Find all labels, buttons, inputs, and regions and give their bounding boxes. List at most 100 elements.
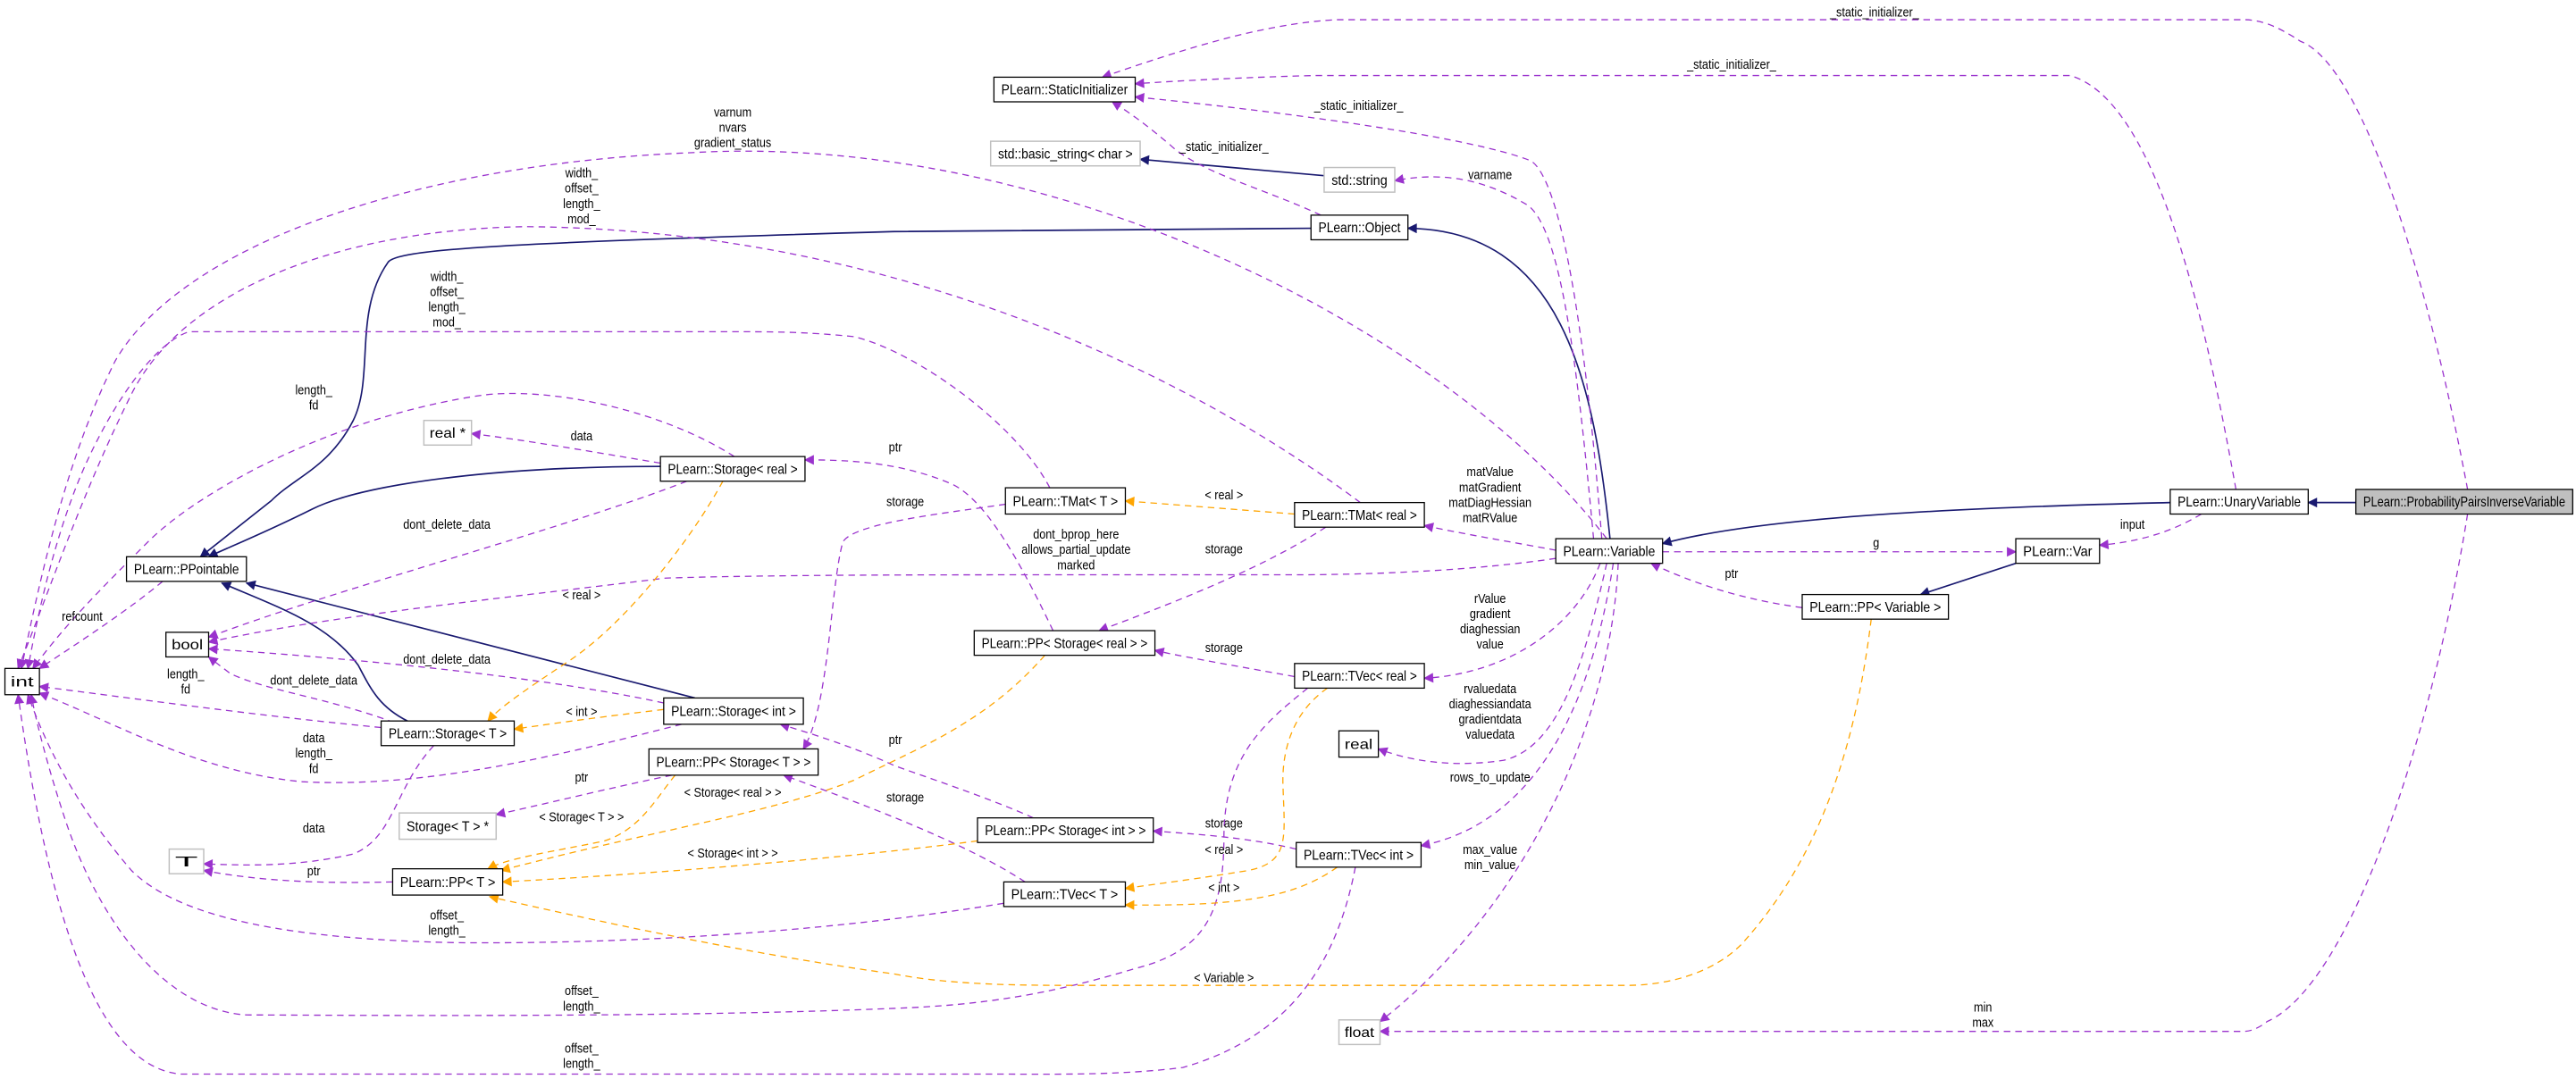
class-node-sreal[interactable]: PLearn::Storage< real > [659, 456, 806, 482]
edge-label: matGradient [1459, 480, 1522, 494]
node-box[interactable] [1801, 593, 1950, 620]
node-box[interactable] [1338, 1019, 1381, 1046]
node-box[interactable] [989, 140, 1141, 167]
node-label: T [175, 855, 199, 870]
class-node-unary[interactable]: PLearn::UnaryVariable [2169, 489, 2309, 515]
class-node-real[interactable]: real [1338, 730, 1380, 758]
edge-label: < Storage< int > > [687, 846, 777, 860]
node-box[interactable] [391, 868, 504, 896]
node-label: PLearn::Var [2023, 544, 2092, 559]
node-box[interactable] [4, 667, 40, 696]
class-node-si[interactable]: PLearn::StaticInitializer [993, 76, 1137, 103]
node-box[interactable] [1555, 538, 1664, 565]
edge-label: ptr [575, 770, 589, 784]
node-label: std::string [1331, 173, 1388, 188]
edge-ppt-to-int-usage [38, 581, 164, 669]
edge-sreal-to-bool-usage [207, 481, 687, 639]
node-box[interactable] [1310, 214, 1409, 241]
edge-ppsT-to-ppT-template [487, 774, 676, 870]
class-node-str[interactable]: std::string [1323, 166, 1396, 193]
node-box[interactable] [1296, 841, 1422, 868]
edge-label: offset_ [430, 908, 464, 923]
class-node-ppt[interactable]: PLearn::PPointable [125, 556, 248, 582]
node-box[interactable] [399, 812, 498, 841]
node-box[interactable] [2354, 489, 2573, 515]
edge-label: _static_initializer_ [1686, 57, 1776, 71]
edge-label: offset_ [430, 285, 464, 299]
node-label: real [1345, 737, 1372, 752]
class-node-float[interactable]: float [1338, 1019, 1381, 1046]
edge-label: offset_ [565, 983, 599, 998]
edge-label: dont_delete_data [403, 652, 491, 666]
class-node-obj[interactable]: PLearn::Object [1310, 214, 1409, 241]
node-box[interactable] [648, 748, 819, 776]
edge-tvr-to-ppsr-usage [1154, 648, 1295, 678]
node-label: PLearn::Storage< real > [667, 462, 797, 477]
class-node-ppsi[interactable]: PLearn::PP< Storage< int > > [977, 817, 1154, 843]
edge-label: matRValue [1463, 511, 1518, 525]
class-node-st[interactable]: PLearn::Storage< T > [380, 720, 516, 747]
node-label: PLearn::PP< T > [400, 875, 496, 891]
class-node-ppt[interactable]: PLearn::PP< T > [391, 868, 504, 896]
edge-label: dont_delete_data [403, 517, 491, 531]
node-box[interactable] [993, 76, 1137, 103]
node-box[interactable] [380, 720, 516, 747]
node-box[interactable] [1323, 166, 1396, 193]
node-box[interactable] [1294, 501, 1425, 528]
node-box[interactable] [659, 456, 806, 482]
edge-label: fd [309, 398, 319, 413]
class-node-stp[interactable]: Storage< T > * [399, 812, 498, 841]
class-node-ppv[interactable]: PLearn::PP< Variable > [1801, 593, 1950, 620]
node-box[interactable] [168, 848, 205, 874]
edge-str-to-bstr-inheritance [1138, 155, 1325, 177]
edge-label: rows_to_update [1450, 770, 1531, 784]
node-box[interactable] [663, 697, 804, 725]
edge-ppsT-to-sTp-usage [495, 774, 673, 818]
class-node-tmatr[interactable]: PLearn::TMat< real > [1294, 501, 1425, 528]
class-node-sint[interactable]: PLearn::Storage< int > [663, 697, 804, 725]
node-label: PLearn::TVec< T > [1011, 888, 1119, 903]
edge-tvr-to-tvT-template [1124, 687, 1328, 892]
node-box[interactable] [423, 419, 473, 447]
node-label: PLearn::TVec< real > [1302, 669, 1417, 684]
class-node-bstr[interactable]: std::basic_string< char > [989, 140, 1141, 167]
class-node-t[interactable]: T [168, 848, 205, 874]
edge-label: < Storage< T > > [539, 809, 624, 824]
node-label: real * [430, 426, 466, 441]
edge-label: < int > [1208, 881, 1239, 895]
edge-labels-layer: _static_initializer__static_initializer_… [62, 5, 2144, 1071]
node-box[interactable] [1294, 663, 1425, 690]
node-label: PLearn::ProbabilityPairsInverseVariable [2363, 495, 2565, 510]
node-box[interactable] [977, 817, 1154, 843]
edge-label: gradientdata [1459, 712, 1523, 726]
class-node-ppiv[interactable]: PLearn::ProbabilityPairsInverseVariable [2354, 489, 2573, 515]
class-node-bool[interactable]: bool [165, 632, 210, 658]
class-node-ppsr[interactable]: PLearn::PP< Storage< real > > [973, 630, 1156, 657]
edge-label: length_ [563, 197, 600, 211]
class-node-tvt[interactable]: PLearn::TVec< T > [1003, 881, 1127, 908]
class-node-tvi[interactable]: PLearn::TVec< int > [1296, 841, 1422, 868]
node-box[interactable] [2169, 489, 2309, 515]
class-node-int[interactable]: int [4, 667, 40, 696]
edge-var-to-str-usage [1393, 173, 1595, 540]
class-node-tmatt[interactable]: PLearn::TMat< T > [1004, 487, 1127, 515]
node-box[interactable] [973, 630, 1156, 657]
class-node-tvr[interactable]: PLearn::TVec< real > [1294, 663, 1425, 690]
node-box[interactable] [1004, 487, 1127, 515]
edge-ppiv-to-float-usage [1379, 514, 2469, 1037]
edge-label: value [1477, 637, 1505, 651]
node-box[interactable] [165, 632, 210, 658]
edge-label: length_ [167, 666, 205, 681]
edge-label: < int > [566, 705, 597, 719]
class-node-realp[interactable]: real * [423, 419, 473, 447]
node-box[interactable] [1003, 881, 1127, 908]
node-box[interactable] [2015, 538, 2101, 565]
edge-label: < Storage< real > > [684, 785, 782, 799]
edge-label: gradient [1470, 606, 1511, 621]
edge-label: matValue [1466, 464, 1514, 479]
class-node-var[interactable]: PLearn::Variable [1555, 538, 1664, 565]
class-node-var[interactable]: PLearn::Var [2015, 538, 2101, 565]
node-box[interactable] [1338, 730, 1380, 758]
node-box[interactable] [125, 556, 248, 582]
class-node-ppst[interactable]: PLearn::PP< Storage< T > > [648, 748, 819, 776]
